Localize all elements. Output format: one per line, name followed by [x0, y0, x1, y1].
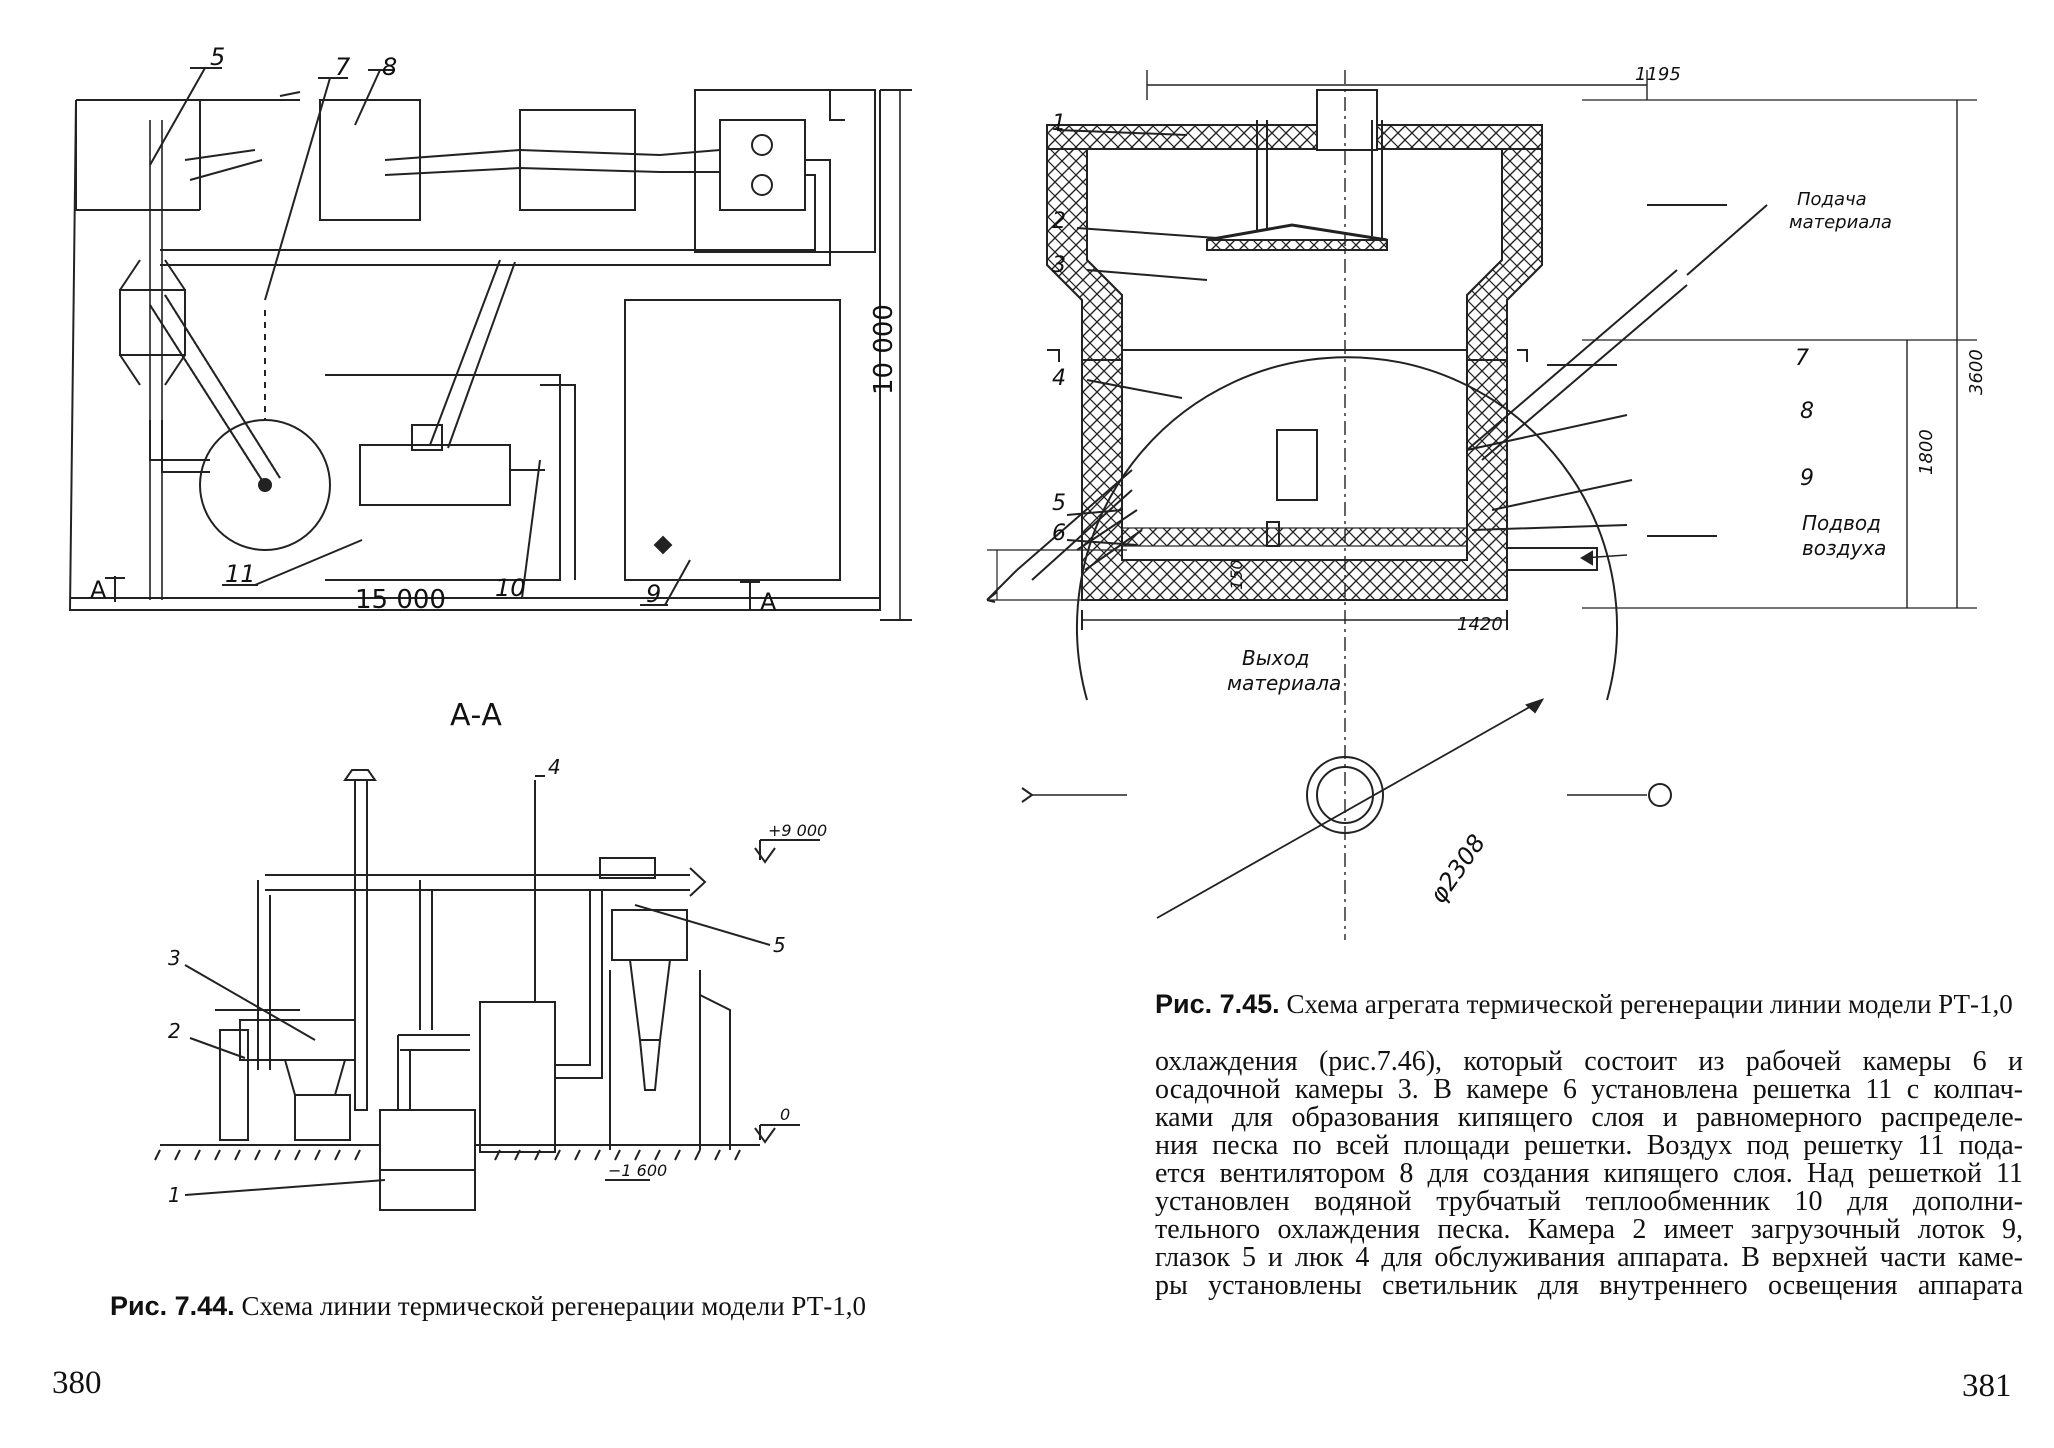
- body-line: ры установлены светильник для внутреннег…: [1155, 1270, 2023, 1301]
- section-title: А-А: [450, 698, 502, 733]
- dim-height-total: 3600: [1966, 349, 1987, 395]
- plan-view-drawing: 5 7 8 11 10 9 А А 15 000 10 000: [68, 43, 912, 621]
- figure-caption-7-45: Рис. 7.45. Схема агрегата термической ре…: [1155, 988, 2013, 1020]
- caption-label: Рис. 7.44.: [110, 1291, 235, 1321]
- unit-label-3: 3: [1052, 253, 1066, 278]
- unit-label-2: 2: [1052, 209, 1066, 234]
- plan-label-8: 8: [382, 53, 397, 81]
- air-annotation-1: Подвод: [1802, 511, 1881, 535]
- unit-label-4: 4: [1052, 366, 1066, 391]
- dim-top-width: 1195: [1635, 64, 1681, 85]
- outlet-annotation-2: материала: [1227, 671, 1341, 695]
- body-line: установлен водяной трубчатый теплообменн…: [1155, 1186, 2023, 1217]
- body-line: тельного охлаждения песка. Камера 2 имее…: [1155, 1214, 2023, 1245]
- plan-label-5: 5: [210, 43, 225, 71]
- unit-label-7: 7: [1795, 346, 1809, 371]
- dimension-height: 10 000: [869, 304, 899, 395]
- outlet-annotation-1: Выход: [1242, 646, 1309, 670]
- regeneration-unit-drawing: 1 2 3 4 5 6 7 8 9 1195 3600 1800 1420 15…: [986, 64, 1987, 940]
- page-number-left: 380: [52, 1365, 102, 1401]
- unit-label-8: 8: [1800, 399, 1814, 424]
- dimension-width: 15 000: [355, 585, 446, 615]
- air-annotation-2: воздуха: [1802, 536, 1886, 560]
- caption-text: Схема агрегата термической регенерации л…: [1279, 989, 2013, 1019]
- body-line: ками для образования кипящего слоя и рав…: [1155, 1102, 2023, 1133]
- figure-caption-7-44: Рис. 7.44. Схема линии термической реген…: [110, 1290, 866, 1322]
- left-page: 5 7 8 11 10 9 А А 15 000 10 000 А-А: [52, 43, 912, 1401]
- unit-label-9: 9: [1800, 466, 1814, 491]
- caption-text: Схема линии термической регенерации моде…: [234, 1291, 866, 1321]
- section-label-3: 3: [168, 946, 181, 970]
- plan-label-10: 10: [495, 574, 526, 602]
- body-line: ния песка по всей площади решетки. Возду…: [1155, 1130, 2023, 1161]
- section-mark-right: А: [760, 588, 777, 616]
- section-label-4: 4: [548, 755, 561, 779]
- unit-label-1: 1: [1052, 111, 1066, 136]
- right-page: 1 2 3 4 5 6 7 8 9 1195 3600 1800 1420 15…: [986, 0, 2054, 1448]
- page-number-right: 381: [1962, 1368, 2012, 1404]
- body-text: охлаждения (рис.7.46), который состоит и…: [1155, 1048, 2023, 1300]
- elevation-zero: 0: [780, 1105, 790, 1124]
- dim-height-lower: 1800: [1916, 429, 1937, 475]
- unit-label-6: 6: [1052, 521, 1066, 546]
- plan-label-9: 9: [646, 580, 661, 608]
- dim-bottom-width: 1420: [1457, 614, 1503, 635]
- plan-label-11: 11: [225, 560, 256, 588]
- elevation-bottom: −1 600: [608, 1161, 667, 1180]
- body-line: осадочной камеры 3. В камере 6 установле…: [1155, 1074, 2023, 1105]
- body-line: охлаждения (рис.7.46), который состоит и…: [1155, 1046, 2023, 1077]
- section-label-1: 1: [168, 1183, 181, 1207]
- section-mark-left: А: [90, 576, 107, 604]
- section-label-2: 2: [168, 1019, 181, 1043]
- body-line: ется вентилятором 8 для создания кипящег…: [1155, 1158, 2023, 1189]
- unit-label-5: 5: [1052, 491, 1066, 516]
- body-line: глазок 5 и люк 4 для обслуживания аппара…: [1155, 1242, 2023, 1273]
- feed-annotation-1: Подача: [1797, 189, 1867, 210]
- section-elevation-drawing: 4 3 2 5 1 +9 000 0 −1 600: [154, 755, 827, 1211]
- dim-left-height: 150: [1227, 559, 1246, 590]
- dim-diameter: φ2308: [1424, 829, 1491, 908]
- elevation-top: +9 000: [768, 821, 827, 840]
- section-label-5: 5: [773, 933, 786, 957]
- caption-label: Рис. 7.45.: [1155, 989, 1280, 1019]
- plan-label-7: 7: [335, 53, 351, 81]
- section-title-text: А-А: [450, 698, 502, 733]
- feed-annotation-2: материала: [1789, 212, 1892, 233]
